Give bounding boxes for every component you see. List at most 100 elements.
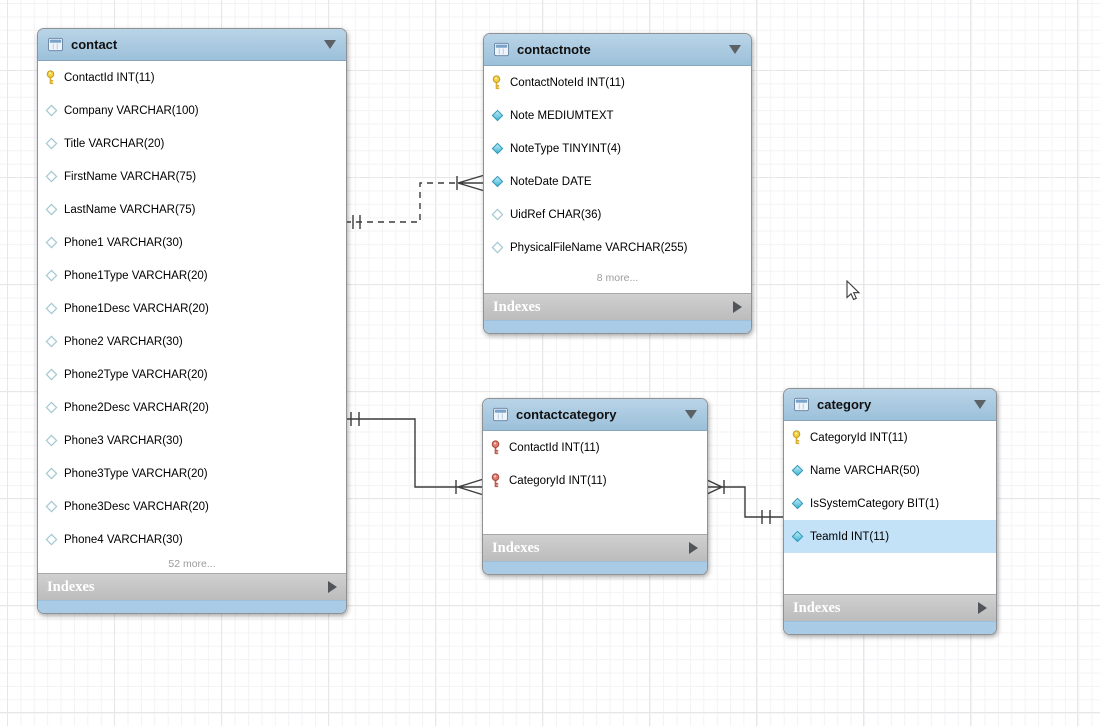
table-contactnote[interactable]: contactnote ContactNoteId INT(11) Note ME… [483, 33, 752, 334]
column-row[interactable]: PhysicalFileName VARCHAR(255) [484, 231, 751, 264]
diamond-filled-icon [491, 109, 506, 122]
column-label: Phone2Desc VARCHAR(20) [64, 401, 209, 414]
column-row[interactable]: IsSystemCategory BIT(1) [784, 487, 996, 520]
column-list: CategoryId INT(11) Name VARCHAR(50) IsSyst… [784, 421, 996, 594]
column-row[interactable]: TeamId INT(11) [784, 520, 996, 553]
column-label: TeamId INT(11) [810, 530, 890, 543]
diamond-outline-icon [491, 241, 506, 254]
triangle-down-icon[interactable] [685, 410, 697, 419]
indexes-label: Indexes [493, 298, 541, 315]
column-label: CategoryId INT(11) [810, 431, 908, 444]
table-header[interactable]: contact [38, 29, 346, 61]
relationship-contact-contactnote[interactable] [345, 174, 484, 230]
column-row[interactable]: ContactNoteId INT(11) [484, 66, 751, 99]
diamond-filled-icon [491, 175, 506, 188]
column-label: NoteDate DATE [510, 175, 592, 188]
column-row[interactable]: ContactId INT(11) [38, 61, 346, 94]
table-contact[interactable]: contact ContactId INT(11) Company VARCHAR… [37, 28, 347, 614]
column-label: Title VARCHAR(20) [64, 137, 165, 150]
column-label: ContactId INT(11) [509, 441, 600, 454]
column-label: Phone1Desc VARCHAR(20) [64, 302, 209, 315]
column-row[interactable]: Phone1Desc VARCHAR(20) [38, 292, 346, 325]
column-row[interactable]: CategoryId INT(11) [483, 464, 707, 497]
column-row[interactable]: Phone2 VARCHAR(30) [38, 325, 346, 358]
column-row[interactable]: Phone1 VARCHAR(30) [38, 226, 346, 259]
table-header[interactable]: contactcategory [483, 399, 707, 431]
column-label: Phone2 VARCHAR(30) [64, 335, 183, 348]
diamond-outline-icon [45, 368, 60, 381]
indexes-bar[interactable]: Indexes [38, 573, 346, 600]
mouse-cursor-icon [846, 280, 861, 301]
column-label: Name VARCHAR(50) [810, 464, 920, 477]
indexes-bar[interactable]: Indexes [483, 534, 707, 561]
column-label: Note MEDIUMTEXT [510, 109, 614, 122]
triangle-down-icon[interactable] [729, 45, 741, 54]
table-header[interactable]: contactnote [484, 34, 751, 66]
column-label: UidRef CHAR(36) [510, 208, 602, 221]
column-label: NoteType TINYINT(4) [510, 142, 621, 155]
relationship-contactcategory-category[interactable] [705, 478, 783, 525]
column-row[interactable]: ContactId INT(11) [483, 431, 707, 464]
column-list: ContactNoteId INT(11) Note MEDIUMTEXT Note… [484, 66, 751, 293]
table-footer-strip [784, 621, 996, 634]
column-label: Phone3Type VARCHAR(20) [64, 467, 208, 480]
column-row[interactable]: CategoryId INT(11) [784, 421, 996, 454]
column-label: Phone3 VARCHAR(30) [64, 434, 183, 447]
table-contactcategory[interactable]: contactcategory ContactId INT(11) Categor… [482, 398, 708, 575]
key-red-icon [490, 473, 505, 488]
column-row[interactable]: Name VARCHAR(50) [784, 454, 996, 487]
indexes-bar[interactable]: Indexes [784, 594, 996, 621]
relationship-contact-contactcategory[interactable] [345, 412, 483, 496]
diamond-outline-icon [45, 137, 60, 150]
column-label: LastName VARCHAR(75) [64, 203, 196, 216]
column-row[interactable]: UidRef CHAR(36) [484, 198, 751, 231]
table-icon [794, 397, 809, 412]
triangle-right-icon[interactable] [689, 542, 698, 554]
triangle-right-icon[interactable] [328, 581, 337, 593]
key-icon [791, 430, 806, 445]
diamond-outline-icon [45, 269, 60, 282]
indexes-bar[interactable]: Indexes [484, 293, 751, 320]
column-label: Phone1 VARCHAR(30) [64, 236, 183, 249]
column-label: ContactNoteId INT(11) [510, 76, 625, 89]
column-row[interactable]: NoteType TINYINT(4) [484, 132, 751, 165]
column-row[interactable]: Company VARCHAR(100) [38, 94, 346, 127]
column-label: PhysicalFileName VARCHAR(255) [510, 241, 688, 254]
table-header[interactable]: category [784, 389, 996, 421]
column-row[interactable]: Title VARCHAR(20) [38, 127, 346, 160]
column-row[interactable]: NoteDate DATE [484, 165, 751, 198]
truncated-columns-label[interactable]: 52 more... [168, 558, 216, 570]
triangle-right-icon[interactable] [733, 301, 742, 313]
column-row[interactable]: FirstName VARCHAR(75) [38, 160, 346, 193]
diamond-outline-icon [45, 302, 60, 315]
diamond-outline-icon [491, 208, 506, 221]
diamond-outline-icon [45, 500, 60, 513]
triangle-down-icon[interactable] [974, 400, 986, 409]
diamond-outline-icon [45, 236, 60, 249]
diamond-filled-icon [791, 464, 806, 477]
table-category[interactable]: category CategoryId INT(11) Name VARCHAR(… [783, 388, 997, 635]
column-row[interactable]: LastName VARCHAR(75) [38, 193, 346, 226]
diamond-outline-icon [45, 104, 60, 117]
column-row[interactable]: Phone3Desc VARCHAR(20) [38, 490, 346, 523]
table-title: contactnote [517, 42, 591, 57]
column-label: CategoryId INT(11) [509, 474, 607, 487]
table-icon [48, 37, 63, 52]
triangle-down-icon[interactable] [324, 40, 336, 49]
triangle-right-icon[interactable] [978, 602, 987, 614]
column-row[interactable]: Phone2Type VARCHAR(20) [38, 358, 346, 391]
column-row[interactable]: Phone3Type VARCHAR(20) [38, 457, 346, 490]
truncated-columns-label[interactable]: 8 more... [596, 272, 639, 284]
diamond-filled-icon [791, 530, 806, 543]
column-row[interactable]: Phone4 VARCHAR(30) [38, 523, 346, 556]
indexes-label: Indexes [793, 599, 841, 616]
column-list: ContactId INT(11) Company VARCHAR(100) Tit… [38, 61, 346, 573]
column-row[interactable]: Note MEDIUMTEXT [484, 99, 751, 132]
column-row[interactable]: Phone1Type VARCHAR(20) [38, 259, 346, 292]
column-label: ContactId INT(11) [64, 71, 155, 84]
diamond-outline-icon [45, 203, 60, 216]
column-row[interactable]: Phone2Desc VARCHAR(20) [38, 391, 346, 424]
column-row[interactable]: Phone3 VARCHAR(30) [38, 424, 346, 457]
indexes-label: Indexes [492, 539, 540, 556]
